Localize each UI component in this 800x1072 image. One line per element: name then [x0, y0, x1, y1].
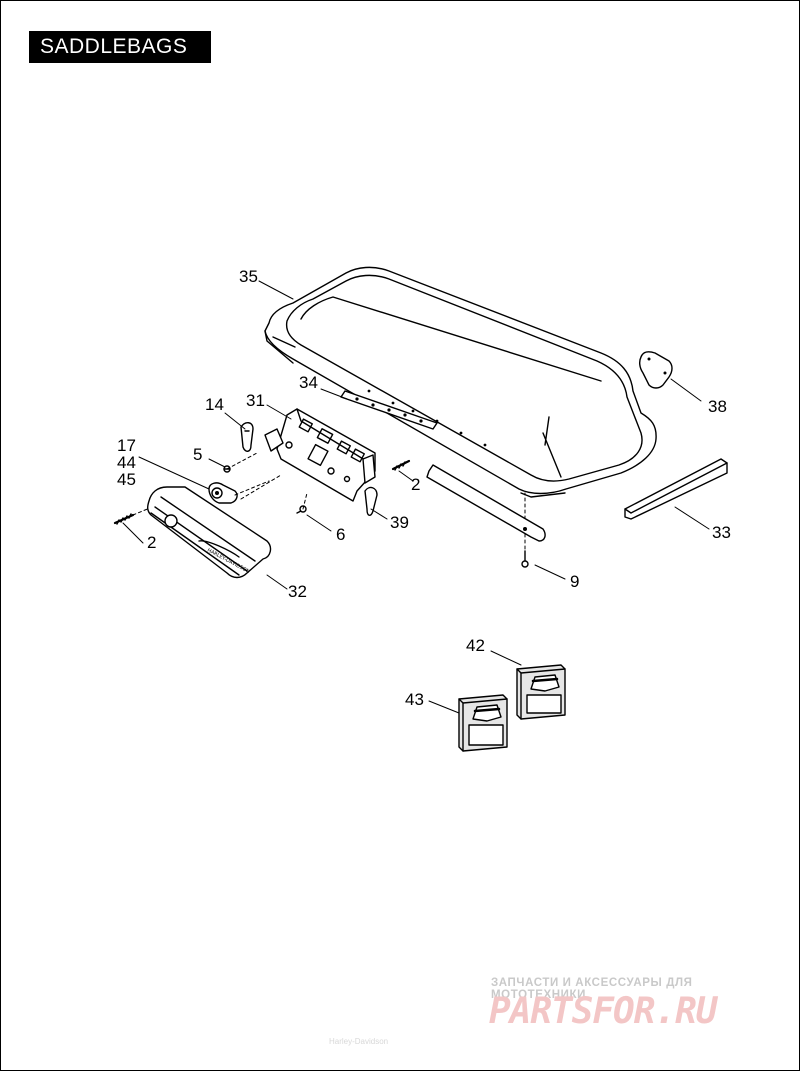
part-42-emblem-box[interactable] [516, 664, 566, 720]
label-34: 34 [299, 373, 318, 392]
page-title: SADDLEBAGS [29, 31, 211, 63]
label-6: 6 [336, 525, 345, 544]
label-9: 9 [570, 572, 579, 591]
part-34-gasket-strip[interactable] [340, 389, 487, 447]
label-35: 35 [239, 267, 258, 286]
label-17: 17 [117, 436, 136, 455]
footer-text: Harley-Davidson [329, 1037, 389, 1046]
watermark-logo: PARTSFOR.RU [489, 991, 717, 1032]
lid-strap[interactable] [426, 464, 546, 542]
label-44: 44 [117, 453, 136, 472]
label-2-left: 2 [147, 533, 156, 552]
label-45: 45 [117, 470, 136, 489]
assembly-lines [132, 452, 526, 550]
part-33-trim-strip[interactable] [624, 458, 728, 520]
label-5: 5 [193, 445, 202, 464]
part-6-screw[interactable] [296, 505, 307, 514]
label-32: 32 [288, 582, 307, 601]
watermark-tagline: ЗАПЧАСТИ И АКСЕССУАРЫ ДЛЯ МОТОТЕХНИКИ [491, 977, 693, 1001]
label-43: 43 [405, 690, 424, 709]
part-43-emblem-box[interactable] [458, 694, 508, 752]
part-31-hinge-plate[interactable] [264, 408, 376, 502]
part-14-latch-lever[interactable] [240, 422, 254, 452]
label-31: 31 [246, 391, 265, 410]
leader-lines [122, 280, 710, 714]
part-32-latch-cover[interactable]: HARLEY-DAVIDSON [146, 486, 272, 579]
part-2-screw-left[interactable] [113, 513, 135, 525]
label-14: 14 [205, 395, 224, 414]
part-17-lock-cylinder[interactable] [208, 482, 238, 504]
label-42: 42 [466, 636, 485, 655]
label-33: 33 [712, 523, 731, 542]
label-2-right: 2 [411, 475, 420, 494]
part-35-lid[interactable] [264, 266, 657, 498]
part-39-latch-lever[interactable] [364, 486, 378, 516]
label-39: 39 [390, 513, 409, 532]
label-38: 38 [708, 397, 727, 416]
part-38-bumper-pad[interactable] [638, 351, 673, 389]
part-2-screw-right[interactable] [391, 459, 411, 471]
part-9-screw[interactable] [521, 550, 529, 568]
